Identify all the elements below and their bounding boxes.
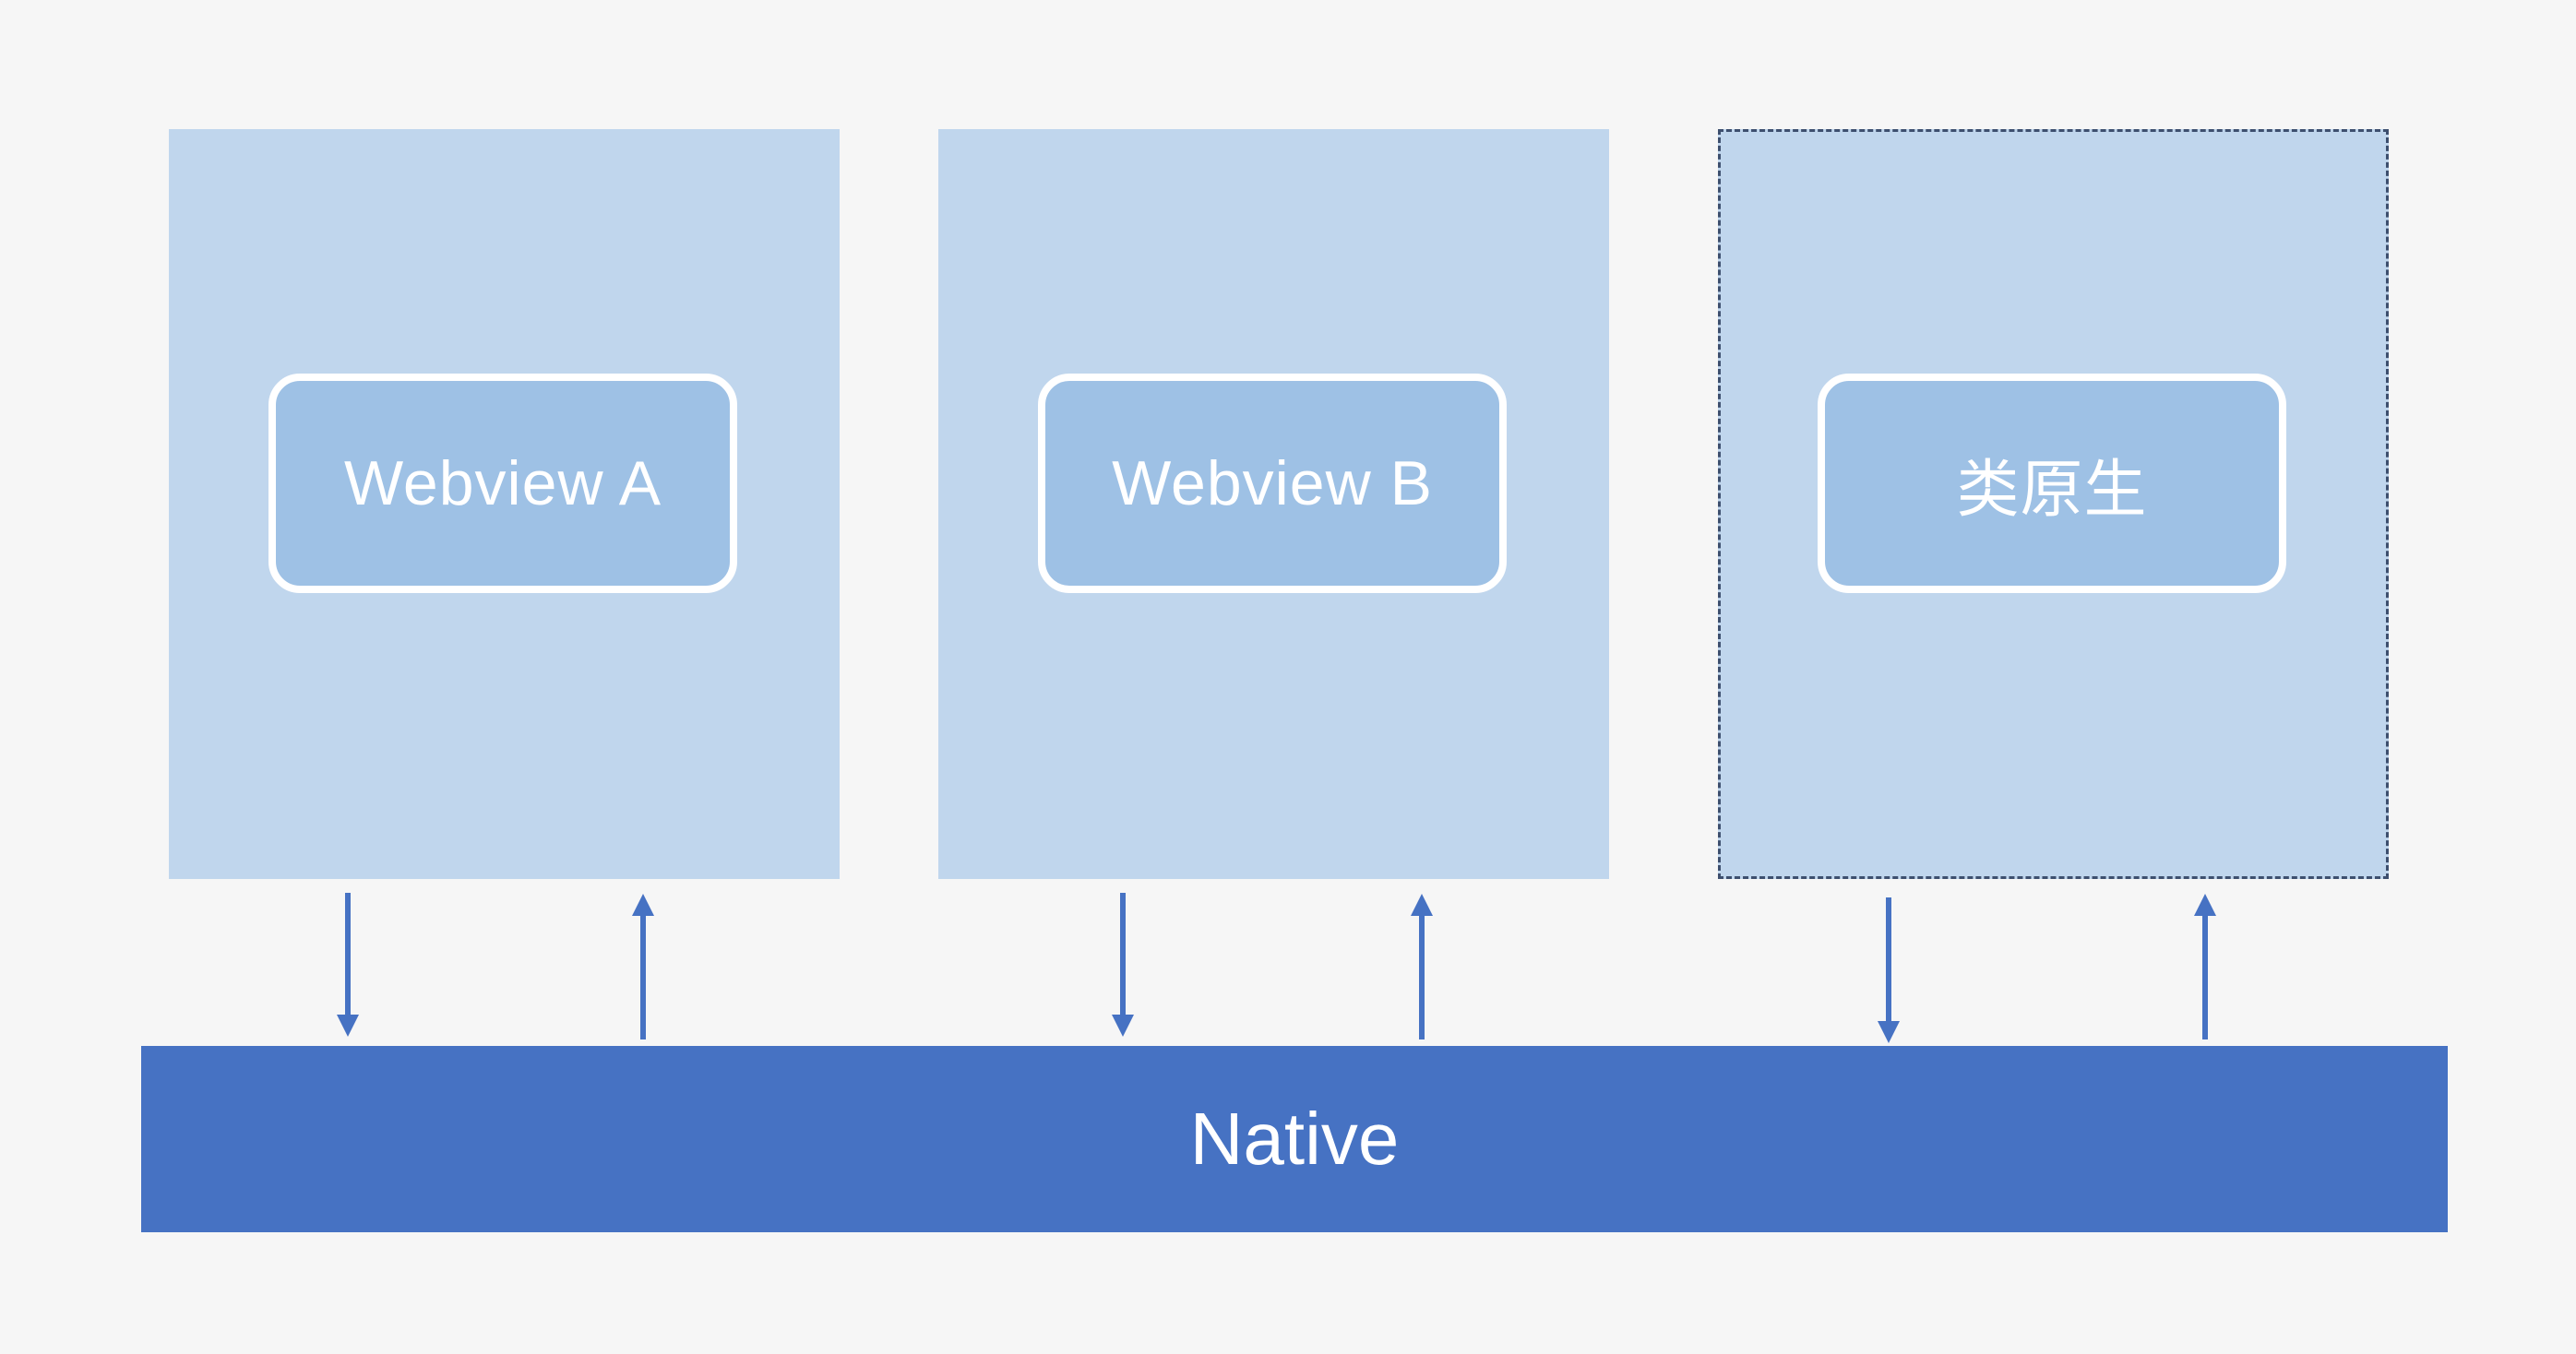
card-label-native-like: 类原生 (1956, 453, 2148, 527)
native-layer-bar: Native (141, 1046, 2448, 1232)
card-label-webview-a: Webview A (343, 448, 662, 518)
arrow-down-b (1112, 893, 1134, 1037)
card-webview-b: Webview B (1038, 374, 1507, 593)
arrow-down-a (337, 893, 359, 1037)
arrow-down-native-like (1878, 897, 1900, 1043)
panel-webview-b: Webview B (938, 129, 1609, 879)
arrow-up-b (1411, 894, 1433, 1039)
arrow-up-a (632, 894, 654, 1039)
panel-native-like: 类原生 (1718, 129, 2389, 879)
arrow-up-native-like (2194, 894, 2216, 1039)
card-label-webview-b: Webview B (1112, 448, 1433, 518)
native-label: Native (1189, 1098, 1400, 1180)
panel-webview-a: Webview A (169, 129, 840, 879)
card-webview-a: Webview A (268, 374, 737, 593)
card-native-like: 类原生 (1818, 374, 2286, 593)
